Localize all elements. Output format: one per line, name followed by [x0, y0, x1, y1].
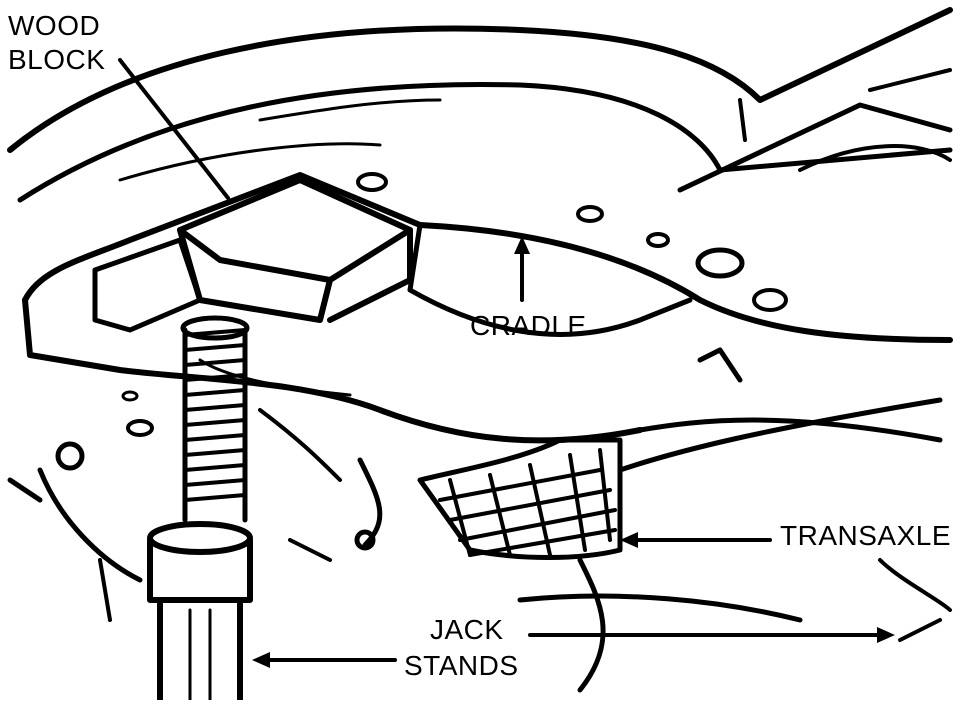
vehicle-body	[7, 7, 953, 203]
label-wood-block-line2: BLOCK	[8, 44, 106, 75]
cradle-frame	[22, 172, 953, 444]
label-cradle: CRADLE	[470, 310, 587, 341]
wood-block-leader	[118, 58, 230, 200]
wood-block	[92, 177, 413, 333]
label-jack-stands-line1: JACK	[430, 614, 504, 645]
suspension-parts	[7, 408, 342, 622]
cradle-arrowhead	[514, 236, 530, 254]
label-transaxle: TRANSAXLE	[780, 520, 951, 551]
label-jack-stands-line2: STANDS	[404, 650, 519, 681]
jack-stand-screw	[180, 315, 250, 523]
jack-stands-arrowhead-right	[877, 627, 895, 643]
jack-stand-base	[147, 521, 253, 703]
label-wood-block-line1: WOOD	[8, 10, 101, 41]
leader-lines	[118, 58, 895, 668]
jack-stands-arrowhead-left	[252, 652, 270, 668]
transaxle-arrowhead	[620, 532, 638, 548]
transaxle-mount	[354, 347, 952, 693]
